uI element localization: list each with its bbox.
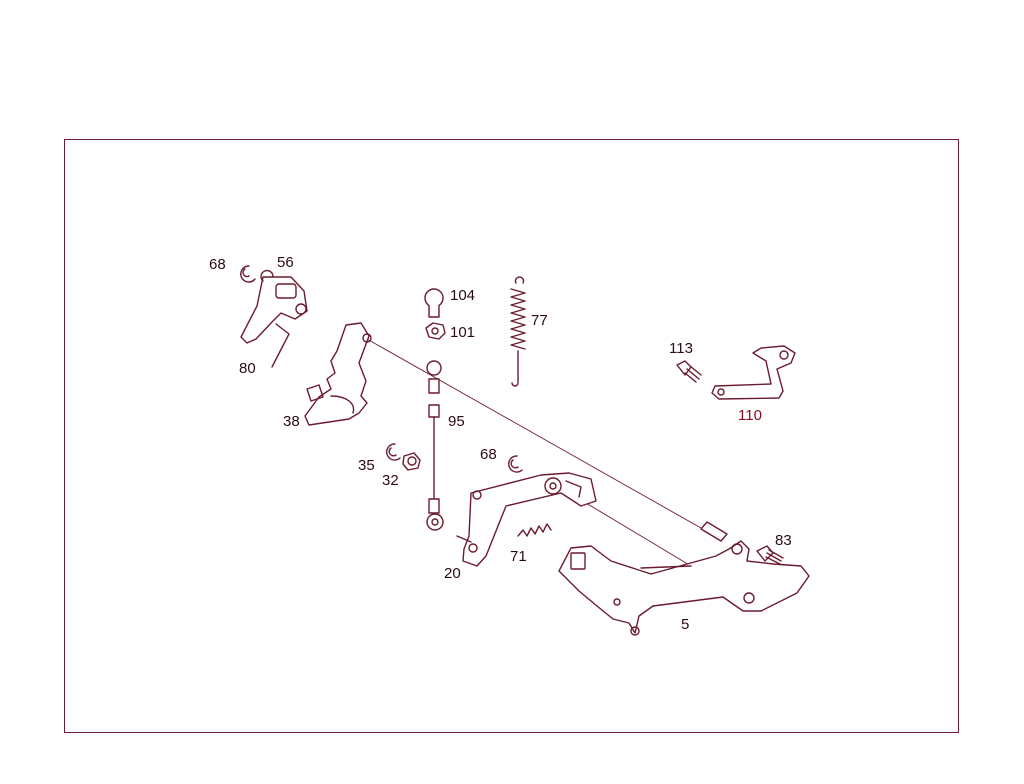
part-68-clip[interactable] xyxy=(240,265,256,283)
part-71-spring[interactable] xyxy=(517,523,552,537)
callout-101: 101 xyxy=(450,324,475,341)
part-95-rod[interactable] xyxy=(426,360,444,531)
part-56-lever[interactable] xyxy=(240,269,308,344)
part-5-lever[interactable] xyxy=(558,521,810,636)
callout-32: 32 xyxy=(382,472,399,489)
callout-38: 38 xyxy=(283,413,300,430)
callout-110: 110 xyxy=(738,407,762,424)
callout-56: 56 xyxy=(277,254,294,271)
part-80-pin[interactable] xyxy=(271,323,290,368)
part-32-bushing[interactable] xyxy=(402,452,421,471)
part-83-bolt[interactable] xyxy=(756,545,784,565)
callout-113: 113 xyxy=(669,340,693,357)
callout-80: 80 xyxy=(239,360,256,377)
callout-83: 83 xyxy=(775,532,792,549)
part-77-spring[interactable] xyxy=(510,276,526,387)
parts-diagram: 68 56 80 38 104 101 77 95 35 32 68 71 20… xyxy=(209,254,810,636)
part-104-ball-stud[interactable] xyxy=(424,288,444,318)
callout-104: 104 xyxy=(450,287,475,304)
part-110-bracket[interactable] xyxy=(711,345,796,400)
callout-20: 20 xyxy=(444,565,461,582)
part-68-clip-2[interactable] xyxy=(508,455,523,473)
part-20-lever[interactable] xyxy=(456,472,597,567)
callout-68-2: 68 xyxy=(480,446,497,463)
callout-77: 77 xyxy=(531,312,548,329)
part-38-bracket[interactable] xyxy=(304,322,372,426)
connection-line xyxy=(585,502,692,567)
callout-71: 71 xyxy=(510,548,527,565)
part-113-bolt[interactable] xyxy=(676,360,702,383)
part-35-clip[interactable] xyxy=(386,443,401,461)
callout-5: 5 xyxy=(681,616,689,633)
diagram-frame: 68 56 80 38 104 101 77 95 35 32 68 71 20… xyxy=(64,139,959,733)
callout-68: 68 xyxy=(209,256,226,273)
callout-35: 35 xyxy=(358,457,375,474)
connection-line xyxy=(366,338,702,529)
part-101-nut[interactable] xyxy=(425,322,446,340)
callout-95: 95 xyxy=(448,413,465,430)
